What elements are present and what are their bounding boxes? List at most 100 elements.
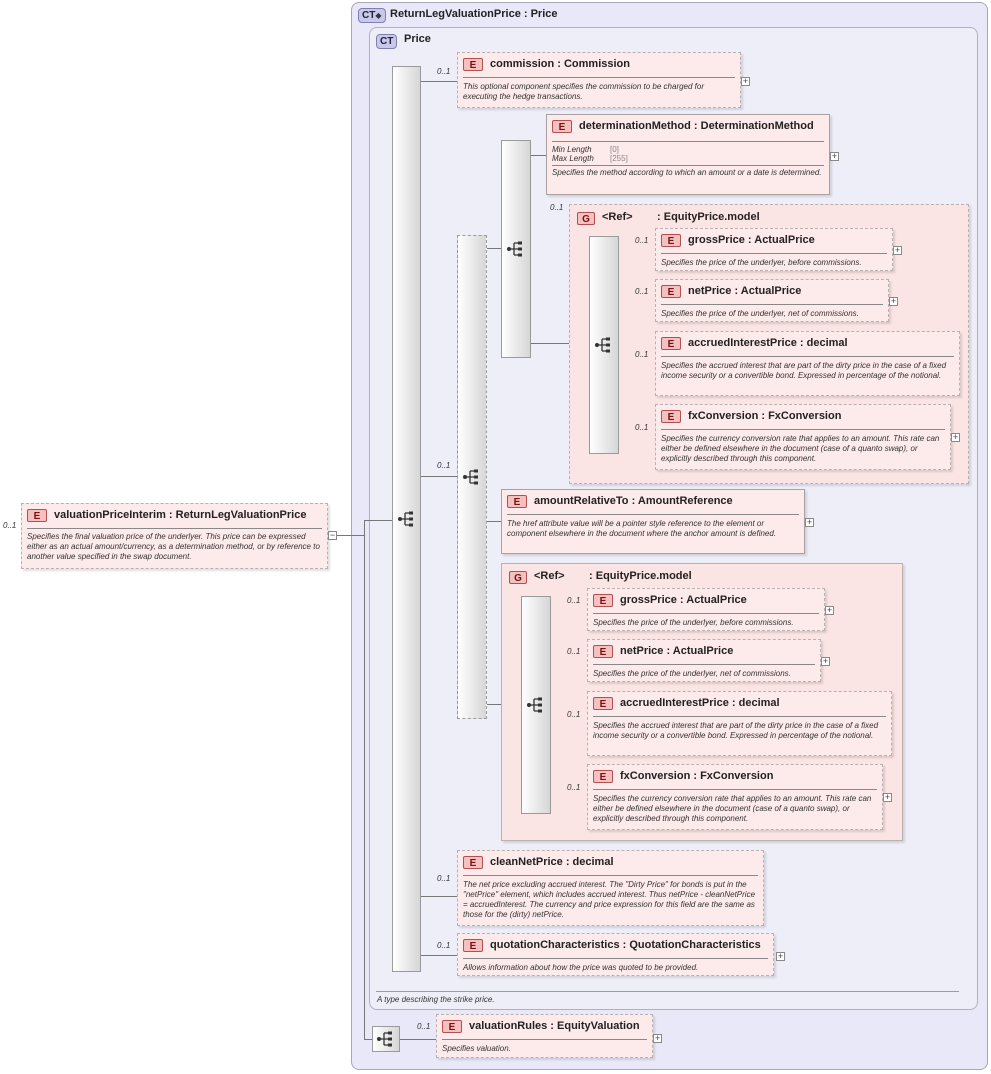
occurrence-label: 0..1 [437, 67, 451, 76]
expand-button[interactable]: + [805, 517, 814, 527]
occurrence-label: 0..1 [437, 874, 451, 883]
expand-button[interactable]: + [883, 792, 892, 802]
choice-compositor[interactable] [457, 235, 487, 719]
divider [442, 1039, 647, 1040]
element-title: grossPrice : ActualPrice [688, 234, 815, 246]
divider [593, 664, 815, 665]
divider [661, 429, 945, 430]
element-icon: E [661, 234, 681, 247]
connector [364, 520, 392, 521]
sequence-compositor[interactable] [501, 140, 531, 358]
sequence-compositor[interactable] [521, 596, 551, 814]
element-determinationmethod[interactable]: E determinationMethod : DeterminationMet… [546, 114, 830, 195]
group-icon: G [509, 571, 527, 584]
element-cleannetprice[interactable]: E cleanNetPrice : decimal The net price … [457, 850, 764, 926]
sequence-compositor[interactable] [372, 1026, 400, 1052]
element-accruedinterestprice[interactable]: E accruedInterestPrice : decimal Specifi… [587, 691, 892, 756]
complex-type-icon: CT [376, 34, 398, 49]
connector [421, 896, 457, 897]
element-icon: E [27, 509, 47, 522]
element-title: quotationCharacteristics : QuotationChar… [490, 939, 761, 951]
connector [421, 81, 457, 82]
element-doc: Specifies the method according to which … [552, 168, 822, 177]
element-valuationrules[interactable]: E valuationRules : EquityValuation Speci… [436, 1014, 653, 1058]
element-icon: E [463, 58, 483, 71]
element-title: valuationPriceInterim : ReturnLegValuati… [54, 509, 307, 521]
element-doc: The href attribute value will be a point… [507, 519, 777, 538]
element-grossprice[interactable]: E grossPrice : ActualPrice Specifies the… [655, 228, 893, 271]
expand-button[interactable]: + [776, 951, 785, 961]
expand-button[interactable]: + [825, 605, 834, 615]
occurrence-label: 0..1 [417, 1022, 431, 1031]
element-doc: Specifies the currency conversion rate t… [661, 434, 940, 463]
divider [507, 514, 799, 515]
occurrence-label: 0..1 [567, 596, 581, 605]
connector [487, 704, 501, 705]
element-icon: E [593, 594, 613, 607]
element-doc: Specifies the accrued interest that are … [593, 721, 879, 740]
element-commission[interactable]: E commission : Commission This optional … [457, 52, 741, 108]
element-title: valuationRules : EquityValuation [469, 1020, 640, 1032]
element-icon: E [593, 697, 613, 710]
element-doc: Specifies the price of the underlyer, be… [661, 258, 862, 267]
element-fxconversion[interactable]: E fxConversion : FxConversion Specifies … [655, 404, 951, 470]
element-title: amountRelativeTo : AmountReference [534, 495, 733, 507]
element-title: netPrice : ActualPrice [688, 285, 802, 297]
sequence-icon [377, 1031, 392, 1047]
element-doc: Specifies the accrued interest that are … [661, 361, 947, 380]
expand-button[interactable]: + [741, 76, 750, 86]
element-icon: E [661, 410, 681, 423]
divider [552, 165, 824, 166]
collapse-button[interactable]: − [328, 530, 337, 540]
divider [376, 991, 959, 992]
divider [661, 304, 883, 305]
element-doc: Specifies valuation. [442, 1044, 511, 1053]
occurrence-label: 0..1 [550, 203, 564, 212]
element-quotationcharacteristics[interactable]: E quotationCharacteristics : QuotationCh… [457, 933, 774, 976]
occurrence-label: 0..1 [437, 461, 451, 470]
divider [661, 356, 954, 357]
connector [531, 155, 546, 156]
occurrence-label: 0..1 [567, 710, 581, 719]
occurrence-label: 0..1 [635, 236, 649, 245]
sequence-icon [595, 337, 610, 353]
expand-button[interactable]: + [889, 296, 898, 306]
expand-button[interactable]: + [653, 1033, 662, 1043]
element-valuationpriceinterim[interactable]: E valuationPriceInterim : ReturnLegValua… [21, 503, 328, 569]
element-grossprice[interactable]: E grossPrice : ActualPrice Specifies the… [587, 588, 825, 631]
sequence-icon [527, 697, 542, 713]
occurrence-label: 0..1 [3, 521, 17, 530]
expand-button[interactable]: + [893, 245, 902, 255]
element-doc: This optional component specifies the co… [463, 82, 705, 101]
divider [463, 875, 758, 876]
expand-button[interactable]: + [821, 656, 830, 666]
sequence-compositor[interactable] [392, 66, 421, 972]
divider [661, 253, 887, 254]
element-title: accruedInterestPrice : decimal [620, 697, 780, 709]
expand-button[interactable]: + [951, 432, 960, 442]
element-fxconversion[interactable]: E fxConversion : FxConversion Specifies … [587, 764, 883, 830]
element-icon: E [507, 495, 527, 508]
element-doc: Specifies the price of the underlyer, ne… [661, 309, 859, 318]
expand-button[interactable]: + [830, 151, 839, 161]
element-title: determinationMethod : DeterminationMetho… [579, 120, 814, 132]
element-title: netPrice : ActualPrice [620, 645, 734, 657]
facet-min-length-value: [0] [610, 145, 619, 154]
divider [463, 77, 735, 78]
element-icon: E [593, 770, 613, 783]
connector [400, 1039, 436, 1040]
group-icon: G [577, 212, 595, 225]
connector [330, 535, 365, 536]
connector [487, 521, 501, 522]
choice-icon [463, 469, 478, 485]
element-doc: Specifies the currency conversion rate t… [593, 794, 872, 823]
element-netprice[interactable]: E netPrice : ActualPrice Specifies the p… [587, 639, 821, 682]
element-amountrelativeto[interactable]: E amountRelativeTo : AmountReference The… [501, 489, 805, 554]
complex-type-price-doc: A type describing the strike price. [377, 995, 495, 1004]
element-accruedinterestprice[interactable]: E accruedInterestPrice : decimal Specifi… [655, 331, 960, 396]
facet-max-length-value: [255] [610, 154, 628, 163]
occurrence-label: 0..1 [437, 941, 451, 950]
divider [593, 613, 819, 614]
sequence-compositor[interactable] [589, 236, 619, 454]
element-netprice[interactable]: E netPrice : ActualPrice Specifies the p… [655, 279, 889, 322]
